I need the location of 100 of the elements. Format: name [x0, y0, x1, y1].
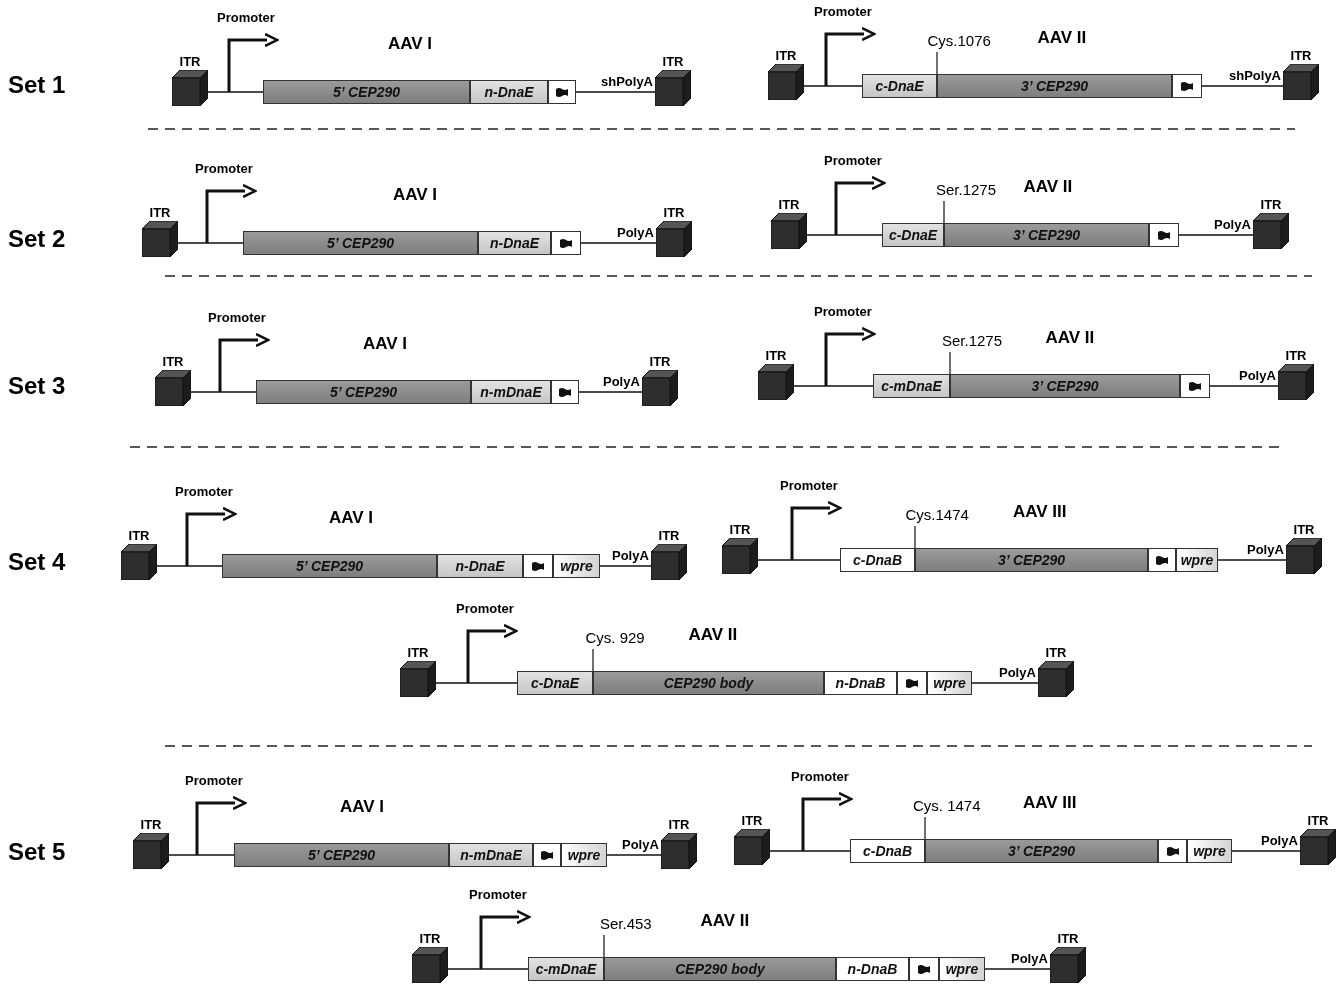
gene-segment: n-mDnaE — [471, 380, 551, 404]
edge-label: PolyA — [1011, 951, 1048, 966]
gene-segment: n-mDnaE — [449, 843, 533, 867]
promoter-label: Promoter — [780, 478, 838, 493]
set-label: Set 4 — [8, 548, 66, 576]
site-label: Cys. 929 — [585, 629, 645, 646]
vector-label: AAV II — [1045, 328, 1095, 348]
itr-label: ITR — [1289, 48, 1313, 64]
connector-line — [575, 91, 656, 93]
itr-block — [155, 354, 191, 406]
gene-segment: 3’ CEP290 — [915, 548, 1148, 572]
itr-label: ITR — [774, 48, 798, 64]
itr-label: ITR — [667, 817, 691, 833]
segment-box — [1148, 548, 1176, 572]
itr-block — [661, 817, 697, 869]
itr-label: ITR — [657, 528, 681, 544]
itr-label: ITR — [418, 931, 442, 947]
vector-label: AAV I — [363, 334, 408, 354]
promoter-label: Promoter — [208, 310, 266, 325]
itr-label: ITR — [1292, 522, 1316, 538]
vector-label: AAV II — [688, 625, 738, 645]
connector-line — [971, 682, 1039, 684]
itr-block — [1278, 348, 1314, 400]
itr-block — [412, 931, 448, 983]
edge-label: PolyA — [612, 548, 649, 563]
connector-line — [1178, 234, 1254, 236]
itr-label: ITR — [178, 54, 202, 70]
segment-box — [551, 380, 579, 404]
site-label: Ser.453 — [600, 915, 652, 932]
vector-label: AAV III — [1023, 793, 1077, 813]
itr-block — [1286, 522, 1322, 574]
gene-segment: 5’ CEP290 — [234, 843, 449, 867]
gene-segment: c-DnaB — [850, 839, 925, 863]
connector-line — [177, 242, 244, 244]
promoter-label: Promoter — [456, 601, 514, 616]
itr-label: ITR — [661, 54, 685, 70]
vector-label: AAV III — [1013, 502, 1067, 522]
itr-block — [172, 54, 208, 106]
gene-segment: wpre — [1187, 839, 1232, 863]
segment-box — [533, 843, 561, 867]
itr-label: ITR — [764, 348, 788, 364]
set-label: Set 1 — [8, 71, 66, 99]
gene-segment: wpre — [939, 957, 985, 981]
gene-segment: CEP290 body — [604, 957, 836, 981]
promoter-label: Promoter — [175, 484, 233, 499]
itr-label: ITR — [728, 522, 752, 538]
vector-label: AAV I — [388, 34, 433, 54]
itr-label: ITR — [161, 354, 185, 370]
gene-segment: n-DnaE — [478, 231, 551, 255]
gene-segment: 3’ CEP290 — [937, 74, 1172, 98]
segment-box — [897, 671, 927, 695]
edge-label: PolyA — [1239, 368, 1276, 383]
connector-line — [757, 559, 841, 561]
site-label: Ser.1275 — [942, 332, 1003, 349]
itr-block — [142, 205, 178, 257]
gene-segment: 3’ CEP290 — [950, 374, 1180, 398]
itr-block — [1253, 197, 1289, 249]
gene-segment: CEP290 body — [593, 671, 824, 695]
connector-line — [769, 850, 851, 852]
connector-line — [803, 85, 863, 87]
site-label: Cys.1474 — [905, 506, 969, 523]
edge-label: PolyA — [1247, 542, 1284, 557]
connector-line — [806, 234, 883, 236]
connector-line — [1217, 559, 1287, 561]
gene-segment: n-DnaE — [470, 80, 548, 104]
itr-block — [1300, 813, 1336, 865]
edge-label: PolyA — [999, 665, 1036, 680]
edge-label: PolyA — [622, 837, 659, 852]
vector-label: AAV I — [340, 797, 385, 817]
gene-segment: 3’ CEP290 — [925, 839, 1158, 863]
connector-line — [1209, 385, 1279, 387]
itr-label: ITR — [406, 645, 430, 661]
itr-block — [734, 813, 770, 865]
promoter-label: Promoter — [791, 769, 849, 784]
itr-block — [651, 528, 687, 580]
itr-block — [1038, 645, 1074, 697]
segment-box — [551, 231, 581, 255]
itr-block — [133, 817, 169, 869]
gene-segment: c-DnaE — [862, 74, 937, 98]
itr-label: ITR — [777, 197, 801, 213]
set-label: Set 3 — [8, 372, 66, 400]
segment-box — [1180, 374, 1210, 398]
gene-segment: c-mDnaE — [528, 957, 604, 981]
promoter-label: Promoter — [185, 773, 243, 788]
set-label: Set 5 — [8, 838, 66, 866]
site-label: Cys. 1474 — [913, 797, 981, 814]
vector-label: AAV II — [700, 911, 750, 931]
itr-block — [121, 528, 157, 580]
gene-segment: 5’ CEP290 — [263, 80, 470, 104]
itr-block — [1283, 48, 1319, 100]
itr-label: ITR — [740, 813, 764, 829]
connector-line — [580, 242, 657, 244]
segment-box — [1158, 839, 1187, 863]
gene-segment: c-DnaB — [840, 548, 915, 572]
itr-block — [1050, 931, 1086, 983]
promoter-label: Promoter — [814, 4, 872, 19]
edge-label: shPolyA — [601, 74, 653, 89]
segment-box — [548, 80, 576, 104]
segment-box — [1172, 74, 1202, 98]
itr-label: ITR — [127, 528, 151, 544]
